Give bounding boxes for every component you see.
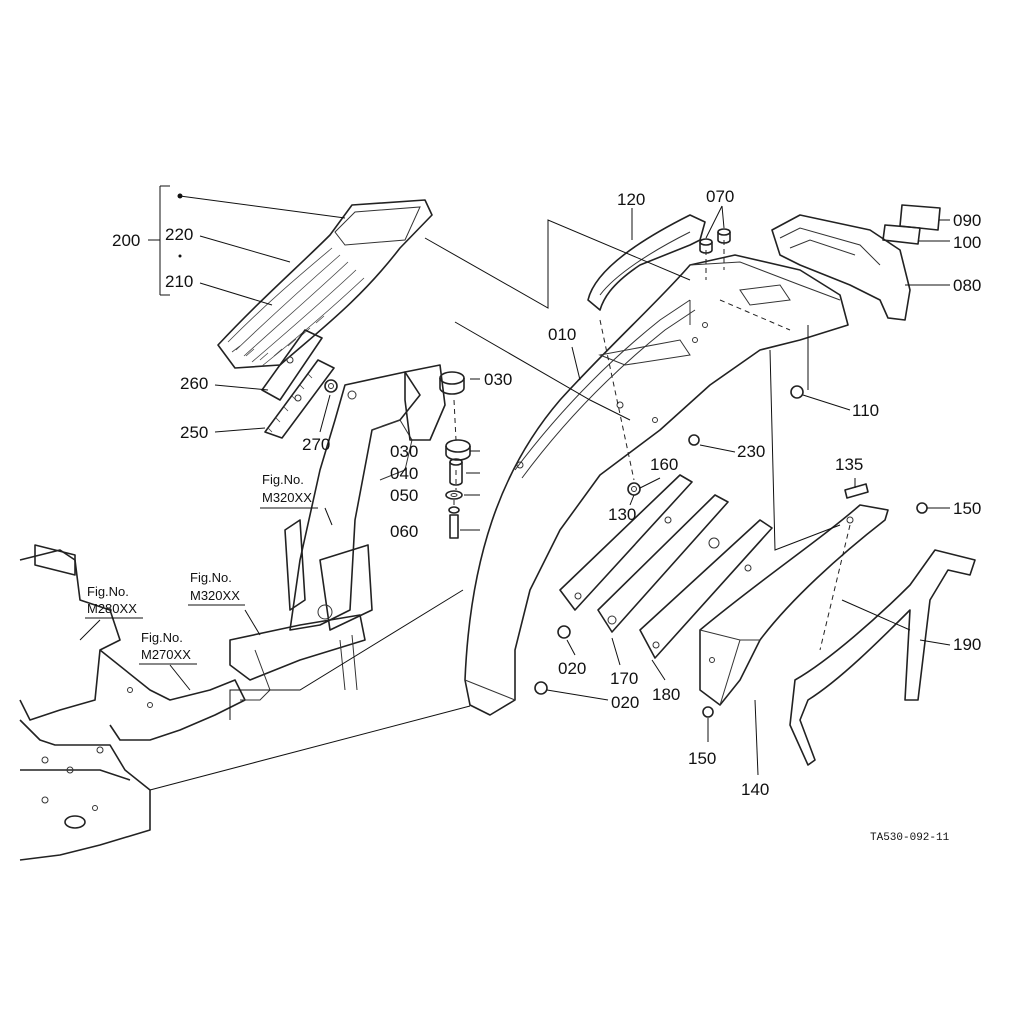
mount-hardware <box>439 371 471 539</box>
callout-150-bottom: 150 <box>688 749 716 768</box>
callout-260: 260 <box>180 374 208 393</box>
lens-090-100 <box>882 204 941 245</box>
callout-140: 140 <box>741 780 769 799</box>
callout-200: 200 <box>112 231 140 250</box>
assembly-lines <box>149 219 911 791</box>
callout-160: 160 <box>650 455 678 474</box>
callout-150-top: 150 <box>953 499 981 518</box>
fig-ref-label-3: Fig.No. <box>87 584 129 599</box>
fig-ref-label-4: Fig.No. <box>141 630 183 645</box>
fig-ref-code-3: M280XX <box>87 601 137 616</box>
lamp-080 <box>771 214 911 321</box>
callout-270: 270 <box>302 435 330 454</box>
callout-110: 110 <box>852 401 879 420</box>
tractor-frame <box>19 544 366 861</box>
fender-010 <box>464 254 849 716</box>
callout-040: 040 <box>390 464 418 483</box>
callout-090: 090 <box>953 211 981 230</box>
callout-120: 120 <box>617 190 645 209</box>
fender-support-stand <box>284 364 446 631</box>
callout-070: 070 <box>706 187 734 206</box>
drawing-code: TA530-092-11 <box>870 832 950 844</box>
figure-references: Fig.No. M320XX Fig.No. M320XX Fig.No. M2… <box>87 472 312 662</box>
callout-170: 170 <box>610 669 638 688</box>
plate-180 <box>639 519 773 659</box>
plate-170 <box>597 494 729 633</box>
callout-060: 060 <box>390 522 418 541</box>
caps-070 <box>699 228 731 254</box>
plate-160 <box>559 474 693 611</box>
grab-handle-120 <box>587 214 706 311</box>
step-assembly <box>217 199 433 369</box>
fig-ref-code-1: M320XX <box>262 490 312 505</box>
callout-080: 080 <box>953 276 981 295</box>
callout-labels: 200 220 210 260 250 270 030 030 040 050 … <box>112 187 981 799</box>
callout-100: 100 <box>953 233 981 252</box>
pin-135 <box>844 483 869 499</box>
guard-190 <box>789 549 976 766</box>
bolt-270 <box>324 379 338 393</box>
callout-250: 250 <box>180 423 208 442</box>
callout-030-bottom: 030 <box>390 442 418 461</box>
fig-ref-label-2: Fig.No. <box>190 570 232 585</box>
fig-ref-code-4: M270XX <box>141 647 191 662</box>
callout-230: 230 <box>737 442 765 461</box>
callout-210: 210 <box>165 272 193 291</box>
fig-ref-label-1: Fig.No. <box>262 472 304 487</box>
callout-050: 050 <box>390 486 418 505</box>
step-bracket <box>261 329 335 439</box>
callout-190: 190 <box>953 635 981 654</box>
callout-010: 010 <box>548 325 576 344</box>
callout-030-top: 030 <box>484 370 512 389</box>
leader-lines <box>79 185 951 776</box>
callout-020-top: 020 <box>558 659 586 678</box>
callout-020-bottom: 020 <box>611 693 639 712</box>
callout-220: 220 <box>165 225 193 244</box>
callout-180: 180 <box>652 685 680 704</box>
bolts-small <box>627 385 804 496</box>
fig-ref-code-2: M320XX <box>190 588 240 603</box>
callout-135: 135 <box>835 455 863 474</box>
callout-130: 130 <box>608 505 636 524</box>
inner-fender-140 <box>699 504 889 706</box>
grommets-020 <box>534 625 571 695</box>
